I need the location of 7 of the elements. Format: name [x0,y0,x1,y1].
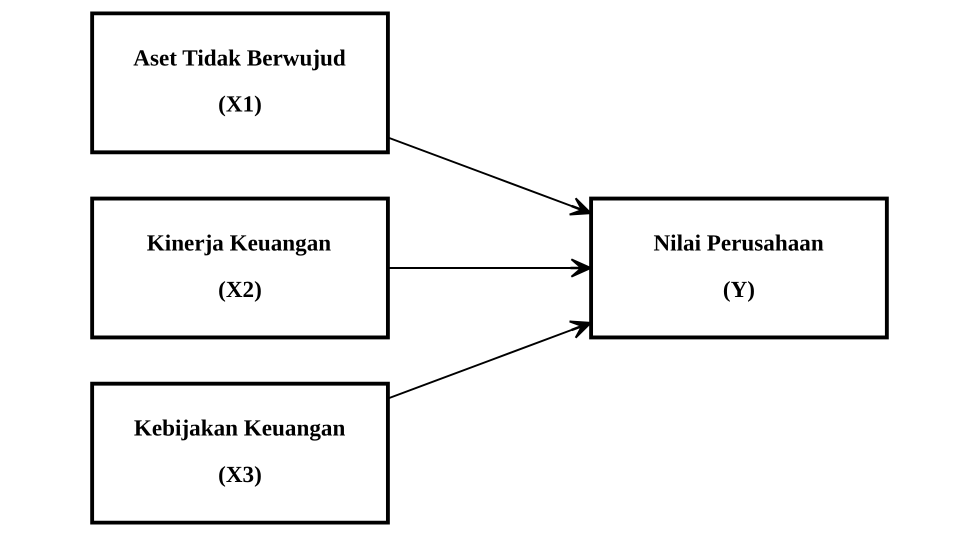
node-box: Kinerja Keuangan (X2) [90,196,390,340]
arrow [388,136,592,216]
arrow [388,258,592,278]
arrow [388,320,592,400]
node-box: Kebijakan Keuangan (X3) [90,382,390,525]
node-box: Nilai Perusahaan (Y) [589,196,889,340]
node-box: Aset Tidak Berwujud (X1) [90,11,390,154]
